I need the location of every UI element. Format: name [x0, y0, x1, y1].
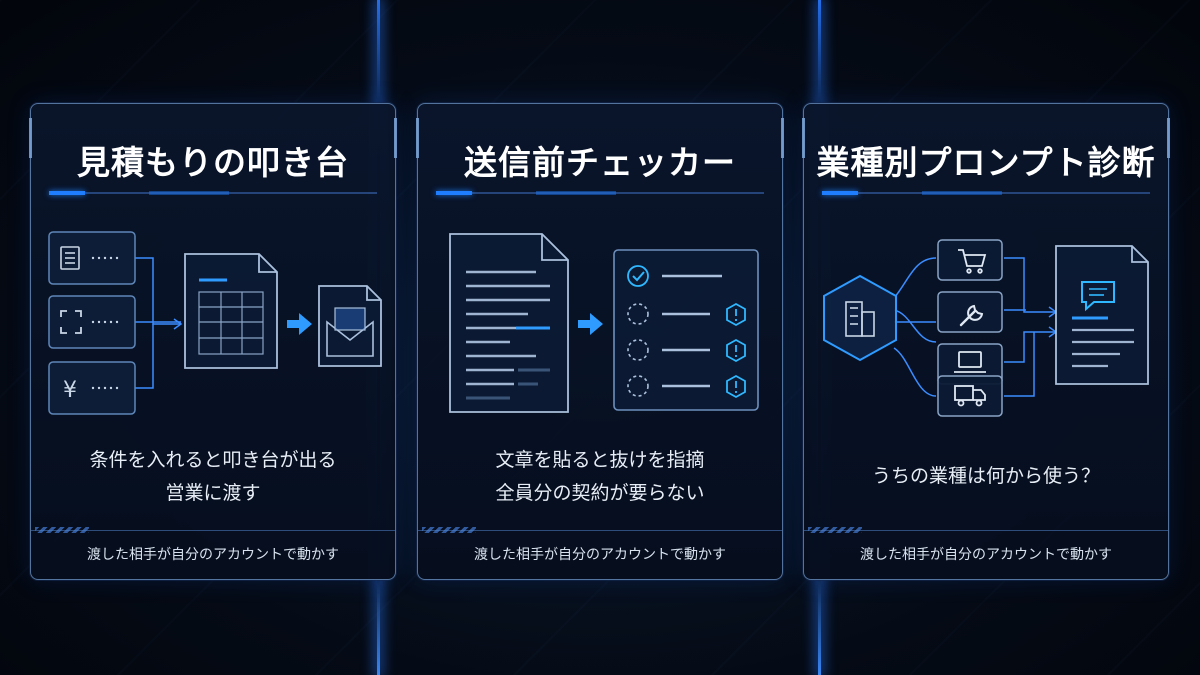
- card-edge-accent: [1167, 118, 1170, 158]
- card-footer: 渡した相手が自分のアカウントで動かす: [474, 547, 726, 563]
- wrench-icon: [959, 304, 984, 327]
- text-document-icon: [449, 233, 569, 413]
- arrow-right-icon: [287, 313, 312, 335]
- card-footer: 渡した相手が自分のアカウントで動かす: [860, 547, 1112, 563]
- title-divider: [49, 191, 377, 195]
- card-description: うちの業種は何から使う？: [804, 460, 1168, 493]
- description-line: 全員分の契約が要らない: [495, 482, 705, 504]
- card-description: 文章を貼ると抜けを指摘 全員分の契約が要らない: [418, 444, 782, 510]
- description-line: 文章を貼ると抜けを指摘: [495, 449, 705, 471]
- cart-icon: [958, 249, 987, 274]
- description-line: 営業に渡す: [165, 482, 261, 504]
- card-edge-accent: [802, 118, 805, 158]
- title-divider: [822, 191, 1150, 195]
- card-footer: 渡した相手が自分のアカウントで動かす: [87, 547, 339, 563]
- truck-icon: [954, 385, 986, 407]
- chat-document-icon: [1055, 245, 1149, 385]
- footer-divider: [804, 530, 1168, 531]
- description-line: うちの業種は何から使う？: [871, 465, 1100, 487]
- card-title: 業種別プロンプト診断: [816, 143, 1156, 182]
- arrow-right-icon: [578, 313, 603, 335]
- card-description: 条件を入れると叩き台が出る 営業に渡す: [31, 444, 395, 510]
- footer-divider: [418, 530, 782, 531]
- envelope-icon: [318, 285, 382, 367]
- spreadsheet-document-icon: [184, 253, 278, 369]
- card-title: 見積もりの叩き台: [77, 143, 349, 182]
- card-edge-accent: [781, 118, 784, 158]
- card-edge-accent: [416, 118, 419, 158]
- footer-divider: [31, 530, 395, 531]
- checklist-icon: [613, 249, 759, 411]
- industry-illustration: [823, 239, 1149, 417]
- title-divider: [436, 191, 764, 195]
- checker-illustration: [449, 233, 759, 413]
- card-edge-accent: [29, 118, 32, 158]
- card-title: 送信前チェッカー: [464, 143, 736, 182]
- scan-frame-icon: [60, 310, 82, 334]
- card-quote-draft[interactable]: 見積もりの叩き台 ¥: [29, 103, 397, 580]
- building-icon: [823, 274, 897, 362]
- yen-icon: ¥: [63, 378, 77, 403]
- card-industry-diagnosis[interactable]: 業種別プロンプト診断: [802, 103, 1170, 580]
- quote-flow-illustration: ¥: [48, 231, 382, 415]
- laptop-icon: [954, 351, 986, 373]
- card-pre-send-checker[interactable]: 送信前チェッカー: [416, 103, 784, 580]
- document-list-icon: [60, 246, 80, 270]
- warning-icon: [726, 302, 746, 399]
- description-line: 条件を入れると叩き台が出る: [89, 449, 337, 471]
- card-edge-accent: [394, 118, 397, 158]
